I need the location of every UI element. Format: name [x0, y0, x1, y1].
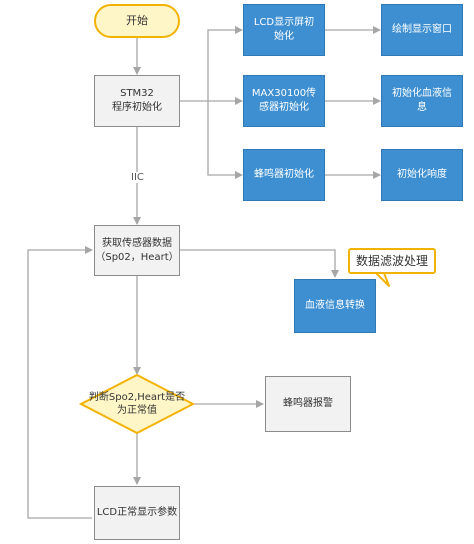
start-node: 开始: [94, 4, 180, 38]
stm32-label-line2: 程序初始化: [112, 102, 162, 113]
get-data-label-line1: 获取传感器数据: [102, 237, 172, 249]
filter-callout-label: 数据滤波处理: [355, 254, 428, 268]
stm32-label-line1: STM32: [120, 88, 154, 99]
filter-callout: 数据滤波处理: [348, 248, 436, 274]
iic-edge-label: IIC: [129, 172, 146, 183]
lcd-display-label: LCD正常显示参数: [96, 507, 178, 518]
arrow-getdata-to-convert: [180, 249, 339, 278]
blood-init-label-line1: 初始化血液信: [392, 88, 452, 99]
decision-diamond: [78, 373, 196, 435]
blood-init-label-line2: 息: [417, 102, 427, 113]
lcd-init-label-line2: 始化: [274, 31, 294, 42]
blood-convert-node: 血液信息转换: [294, 279, 376, 333]
start-label: 开始: [126, 14, 148, 27]
decision-text: 判断Spo2,Heart是否 为正常值: [81, 389, 193, 419]
lcd-display-node: LCD正常显示参数: [94, 486, 180, 540]
buzzer-init-label: 蜂鸣器初始化: [254, 169, 314, 180]
stm32-init-node: STM32 程序初始化: [94, 75, 180, 127]
lcd-init-label-line1: LCD显示屏初: [253, 17, 315, 28]
init-response-label: 初始化响度: [397, 169, 447, 180]
arrow-loop-back: [27, 246, 93, 519]
lcd-init-node: LCD显示屏初 始化: [243, 4, 325, 56]
get-sensor-data-node: 获取传感器数据 （Sp02，Heart）: [94, 225, 180, 276]
arrow-to-buzzer-init: [207, 101, 243, 179]
branch-line: [180, 26, 243, 102]
draw-window-label: 绘制显示窗口: [392, 24, 452, 35]
max30100-init-node: MAX30100传 感器初始化: [243, 75, 325, 127]
draw-window-node: 绘制显示窗口: [381, 4, 463, 56]
decision-label-line2: 为正常值: [117, 405, 157, 416]
decision-label-line1: 判断Spo2,Heart是否: [88, 392, 186, 403]
max-init-label-line1: MAX30100传: [251, 88, 317, 99]
get-data-label-line2: （Sp02，Heart）: [95, 251, 179, 263]
blood-convert-label: 血液信息转换: [305, 300, 365, 311]
callout-tail: [375, 272, 390, 287]
buzzer-init-node: 蜂鸣器初始化: [243, 149, 325, 201]
max-init-label-line2: 感器初始化: [259, 102, 309, 113]
buzzer-alarm-label: 蜂鸣器报警: [283, 398, 333, 409]
buzzer-alarm-node: 蜂鸣器报警: [265, 376, 351, 432]
init-response-node: 初始化响度: [381, 149, 463, 201]
blood-info-init-node: 初始化血液信 息: [381, 75, 463, 127]
